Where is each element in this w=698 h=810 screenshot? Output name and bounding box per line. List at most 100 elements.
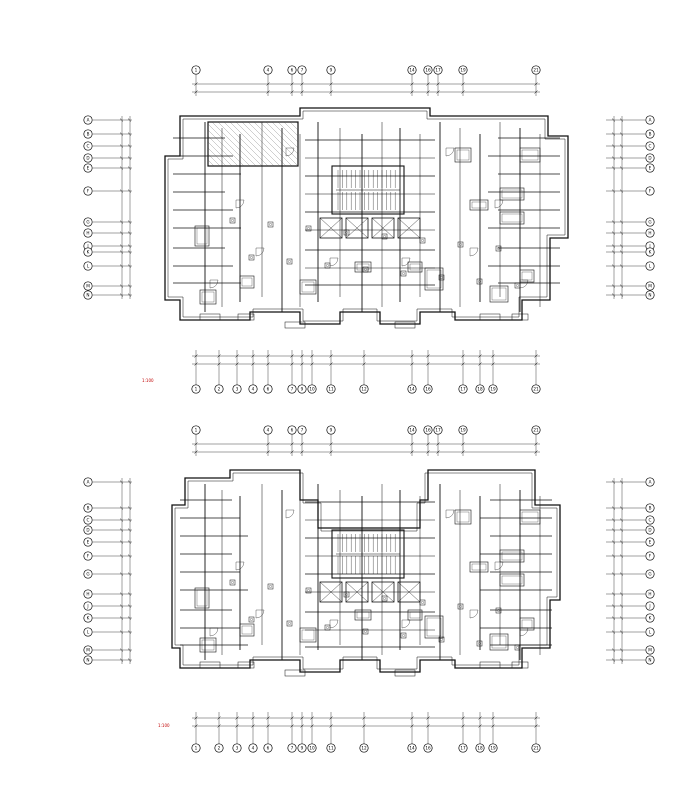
dimension-tick — [611, 231, 616, 235]
grid-bubble-bottom — [359, 384, 369, 394]
furniture-detail — [241, 625, 253, 635]
dimension-tick — [426, 362, 430, 366]
dimension-tick — [611, 293, 616, 297]
furniture-detail — [471, 201, 487, 209]
door-swing — [285, 147, 295, 157]
hatch-line — [223, 121, 269, 167]
grid-bubble-right — [645, 163, 655, 173]
dimension-tick — [461, 450, 465, 454]
fixture — [286, 620, 293, 627]
grid-bubble-label: 12 — [361, 387, 367, 392]
dimension-tick — [119, 293, 124, 297]
hatch-line — [207, 123, 251, 167]
furniture-detail — [456, 149, 470, 161]
dimension-tick — [290, 90, 294, 94]
dimension-tick — [329, 90, 333, 94]
dimension-tick — [362, 362, 366, 366]
hatch-line — [207, 129, 245, 167]
dimension-tick — [194, 450, 198, 454]
dimension-tick — [310, 362, 314, 366]
dimension-tick — [534, 362, 538, 366]
grid-bubble-label: M — [86, 648, 90, 653]
dimension-tick — [611, 518, 616, 522]
grid-bubble-label: 10 — [309, 387, 315, 392]
dimension-tick — [119, 250, 124, 254]
grid-bubble-left — [83, 477, 93, 487]
grid-bubble-label: 9 — [301, 387, 304, 392]
dimension-tick — [300, 724, 304, 728]
dimension-tick — [119, 220, 124, 224]
grid-bubble-label: 14 — [409, 428, 415, 433]
furniture — [454, 147, 472, 163]
dimension-tick — [251, 362, 255, 366]
dimension-tick — [119, 554, 124, 558]
balcony-rail — [199, 661, 221, 669]
door-swing — [469, 247, 479, 257]
furniture-detail — [201, 291, 215, 303]
grid-bubble-label: 19 — [460, 428, 466, 433]
grid-bubble-label: N — [648, 658, 651, 663]
door-swing — [494, 199, 504, 209]
dimension-tick — [491, 362, 495, 366]
dimension-tick — [619, 592, 624, 596]
dimension-tick — [410, 724, 414, 728]
dimension-tick — [119, 264, 124, 268]
furniture — [469, 561, 489, 573]
furniture — [407, 261, 423, 273]
hatch-line — [247, 121, 293, 167]
grid-bubble-label: 6 — [291, 428, 294, 433]
grid-bubble-right — [645, 261, 655, 271]
dimension-tick — [119, 156, 124, 160]
grid-bubble-label: 11 — [328, 746, 334, 751]
dimension-tick — [119, 132, 124, 136]
grid-bubble-label: 21 — [533, 428, 539, 433]
fixture-bowl — [516, 646, 519, 649]
elevator-shaft — [319, 581, 343, 603]
dimension-tick — [461, 362, 465, 366]
dimension-tick — [127, 220, 132, 224]
dimension-tick — [619, 604, 624, 608]
dimension-tick — [127, 118, 132, 122]
door-swing — [235, 561, 245, 571]
furniture-detail — [491, 287, 507, 301]
grid-bubble-right — [645, 129, 655, 139]
fixture-bowl — [478, 642, 481, 645]
grid-bubble-label: 7 — [291, 387, 294, 392]
hatch-line — [211, 121, 257, 167]
door-swing — [445, 509, 455, 519]
grid-bubble-label: N — [86, 293, 89, 298]
grid-bubble-label: B — [87, 506, 90, 511]
dimension-tick — [217, 362, 221, 366]
grid-bubble-label: 6 — [267, 387, 270, 392]
hatch-line — [229, 121, 275, 167]
grid-bubble-label: C — [87, 518, 90, 523]
dimension-tick — [127, 518, 132, 522]
dimension-tick — [426, 90, 430, 94]
grid-bubble-label: E — [649, 166, 652, 171]
grid-bubble-left — [83, 163, 93, 173]
grid-bubble-label: 14 — [409, 387, 415, 392]
dimension-tick — [194, 724, 198, 728]
fixture-bowl — [364, 630, 367, 633]
dimension-tick — [619, 144, 624, 148]
grid-bubble-bottom — [248, 384, 258, 394]
grid-bubble-label: 1 — [195, 746, 198, 751]
dimension-tick — [611, 572, 616, 576]
dimension-tick — [461, 442, 465, 446]
grid-bubble-label: D — [648, 156, 651, 161]
grid-bubble-label: A — [87, 480, 90, 485]
furniture — [489, 633, 509, 651]
dimension-tick — [119, 284, 124, 288]
dimension-tick — [461, 716, 465, 720]
grid-bubble-bottom — [191, 743, 201, 753]
balcony-rail — [394, 321, 416, 329]
door-swing — [519, 627, 529, 637]
fixture-bowl — [288, 260, 291, 263]
dimension-tick — [127, 648, 132, 652]
fixture — [476, 640, 483, 647]
dimension-tick — [194, 442, 198, 446]
grid-bubble-top — [287, 65, 297, 75]
stair-core — [331, 165, 405, 215]
dimension-tick — [619, 658, 624, 662]
dimension-tick — [119, 604, 124, 608]
